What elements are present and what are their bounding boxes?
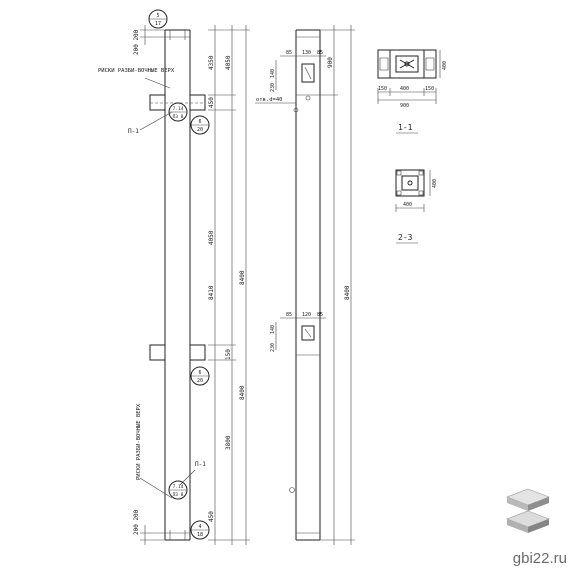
label-risk-top: РИСКИ РАЗБИ-ВОЧНЫЕ ВЕРХ <box>98 68 175 74</box>
section-2-3 <box>395 169 431 212</box>
dim-230-a: 230 <box>270 83 276 92</box>
callout-4-bottom: 20 <box>197 378 203 384</box>
callout-5: 7.14 ПЗ 8 <box>168 480 188 500</box>
dim-top-200-200: 200 200 <box>133 29 140 55</box>
dim-130-a: 130 <box>302 50 311 56</box>
dim-8400-total: 8400 <box>239 385 246 400</box>
dim-85-b: 85 <box>317 50 323 56</box>
section-1-1 <box>377 49 441 104</box>
dim-4050: 4050 <box>225 55 232 70</box>
dim-4650: 4050 <box>208 230 215 245</box>
callout-3-bottom: ПЗ 8 <box>173 114 184 120</box>
dim-85-c: 85 <box>286 312 292 318</box>
s2-dim-400-h: 400 <box>432 179 438 188</box>
section-1-1-title: 1-1 <box>398 123 413 132</box>
label-hole: отв.d=40 <box>256 97 283 103</box>
dim-140-a: 140 <box>270 69 276 78</box>
dim-bottom-200-200: 200 200 <box>133 509 140 535</box>
label-risk-bottom: РИСКИ РАЗБИ-ВОЧНЫЕ ВЕРХ <box>136 403 142 480</box>
dim-900: 900 <box>327 57 334 68</box>
label-p1-top: П-1 <box>128 128 139 135</box>
callout-1-bottom: 17 <box>155 21 161 27</box>
left-column-elevation <box>139 25 250 545</box>
label-p1-bottom: П-1 <box>195 461 206 468</box>
s1-dim-150-right: 150 <box>425 86 434 92</box>
stacked-slabs-logo-icon <box>506 488 550 533</box>
s2-dim-400: 400 <box>403 202 412 208</box>
callout-4: 6 20 <box>190 366 210 386</box>
callout-2-bottom: 20 <box>197 127 203 133</box>
dim-8400-mid: 8400 <box>239 270 246 285</box>
dim-85-d: 85 <box>317 312 323 318</box>
callout-4-top: 6 <box>198 370 201 376</box>
s1-dim-400-h: 400 <box>442 61 448 70</box>
callout-1-top: 5 <box>156 13 159 19</box>
dim-140-b: 140 <box>270 325 276 334</box>
dim-150: 150 <box>225 349 232 360</box>
dim-8410: 8410 <box>208 285 215 300</box>
dim-4350-left: 4350 <box>208 55 215 70</box>
dim-85-a: 85 <box>286 50 292 56</box>
section-2-3-title: 2-3 <box>398 233 413 242</box>
dim-450-left: 450 <box>208 97 215 108</box>
callout-3: 7.14 ПЗ 8 <box>168 102 188 122</box>
dim-120: 120 <box>302 312 311 318</box>
callout-5-top: 7.14 <box>173 484 184 490</box>
dim-8400-right: 8400 <box>344 285 351 300</box>
dim-450-low: 450 <box>208 511 215 522</box>
callout-3-top: 7.14 <box>173 106 184 112</box>
watermark-text: gbi22.ru <box>512 550 567 567</box>
callout-6: 4 18 <box>190 520 210 540</box>
callout-2-top: 6 <box>198 119 201 125</box>
dim-230-b: 230 <box>270 343 276 352</box>
callout-2: 6 20 <box>190 115 210 135</box>
s1-dim-150-left: 150 <box>378 86 387 92</box>
callout-6-bottom: 18 <box>197 532 203 538</box>
s1-dim-400: 400 <box>400 86 409 92</box>
dim-3800: 3800 <box>225 435 232 450</box>
callout-5-bottom: ПЗ 8 <box>173 492 184 498</box>
callout-6-top: 4 <box>198 524 201 530</box>
callout-1: 5 17 <box>148 9 168 29</box>
s1-dim-900: 900 <box>400 103 409 109</box>
right-column-elevation <box>255 25 355 545</box>
